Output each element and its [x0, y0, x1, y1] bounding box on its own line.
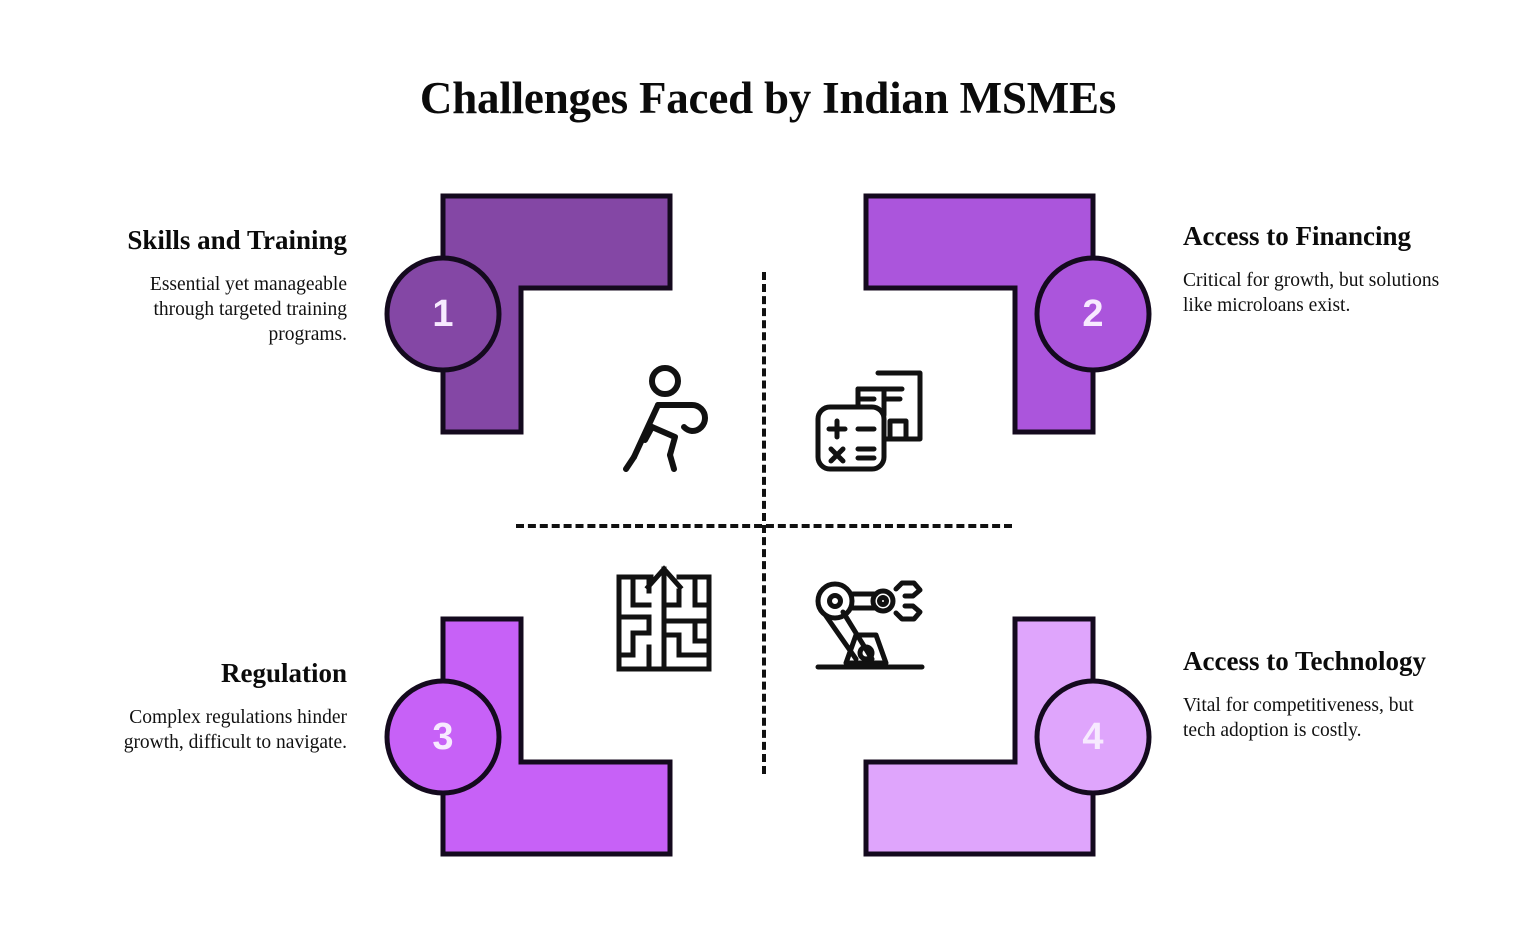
quadrant-3-heading: Regulation	[220, 658, 347, 688]
quadrant-4-number: 4	[1082, 716, 1103, 758]
quadrant-1-badge-circle	[384, 255, 502, 373]
quadrant-1-body: Essential yet manageable through targete…	[149, 274, 347, 345]
quadrant-1-number: 1	[432, 293, 453, 335]
quadrant-3-badge-circle	[384, 678, 502, 796]
quadrant-1-shape[interactable]: 1	[384, 192, 675, 437]
quadrant-2-heading: Access to Financing	[1183, 221, 1411, 251]
quadrant-2-shape[interactable]: 2	[861, 192, 1152, 437]
divider-vertical	[762, 272, 766, 774]
quadrant-2-number: 2	[1082, 293, 1103, 335]
maze-arrow-icon	[613, 565, 715, 675]
quadrant-4-block	[863, 616, 1096, 857]
quadrant-3-number: 3	[432, 716, 453, 758]
quadrant-2-badge-circle	[1034, 255, 1152, 373]
quadrant-1-block	[440, 193, 673, 435]
quadrant-4-shape[interactable]: 4	[861, 615, 1152, 860]
page-title: Challenges Faced by Indian MSMEs	[419, 73, 1117, 123]
quadrant-3-block	[440, 616, 673, 857]
quadrant-2-block	[863, 193, 1096, 435]
calculator-finance-icon	[812, 365, 928, 475]
robot-arm-icon	[810, 575, 928, 673]
quadrant-4-text: Access to Technology Vital for competiti…	[1183, 643, 1445, 743]
quadrant-3-text: Regulation Complex regulations hinder gr…	[85, 655, 347, 755]
quadrant-1-text: Skills and Training Essential yet manage…	[85, 222, 347, 347]
quadrant-4-heading: Access to Technology	[1183, 646, 1426, 676]
quadrant-4-badge-circle	[1034, 678, 1152, 796]
quadrant-4-body: Vital for competitiveness, but tech adop…	[1183, 695, 1414, 741]
person-training-icon	[612, 365, 716, 475]
quadrant-1-heading: Skills and Training	[127, 225, 347, 255]
quadrant-3-body: Complex regulations hinder growth, diffi…	[123, 707, 347, 753]
quadrant-3-shape[interactable]: 3	[384, 615, 675, 860]
quadrant-2-text: Access to Financing Critical for growth,…	[1183, 218, 1445, 318]
quadrant-2-body: Critical for growth, but solutions like …	[1183, 270, 1440, 316]
